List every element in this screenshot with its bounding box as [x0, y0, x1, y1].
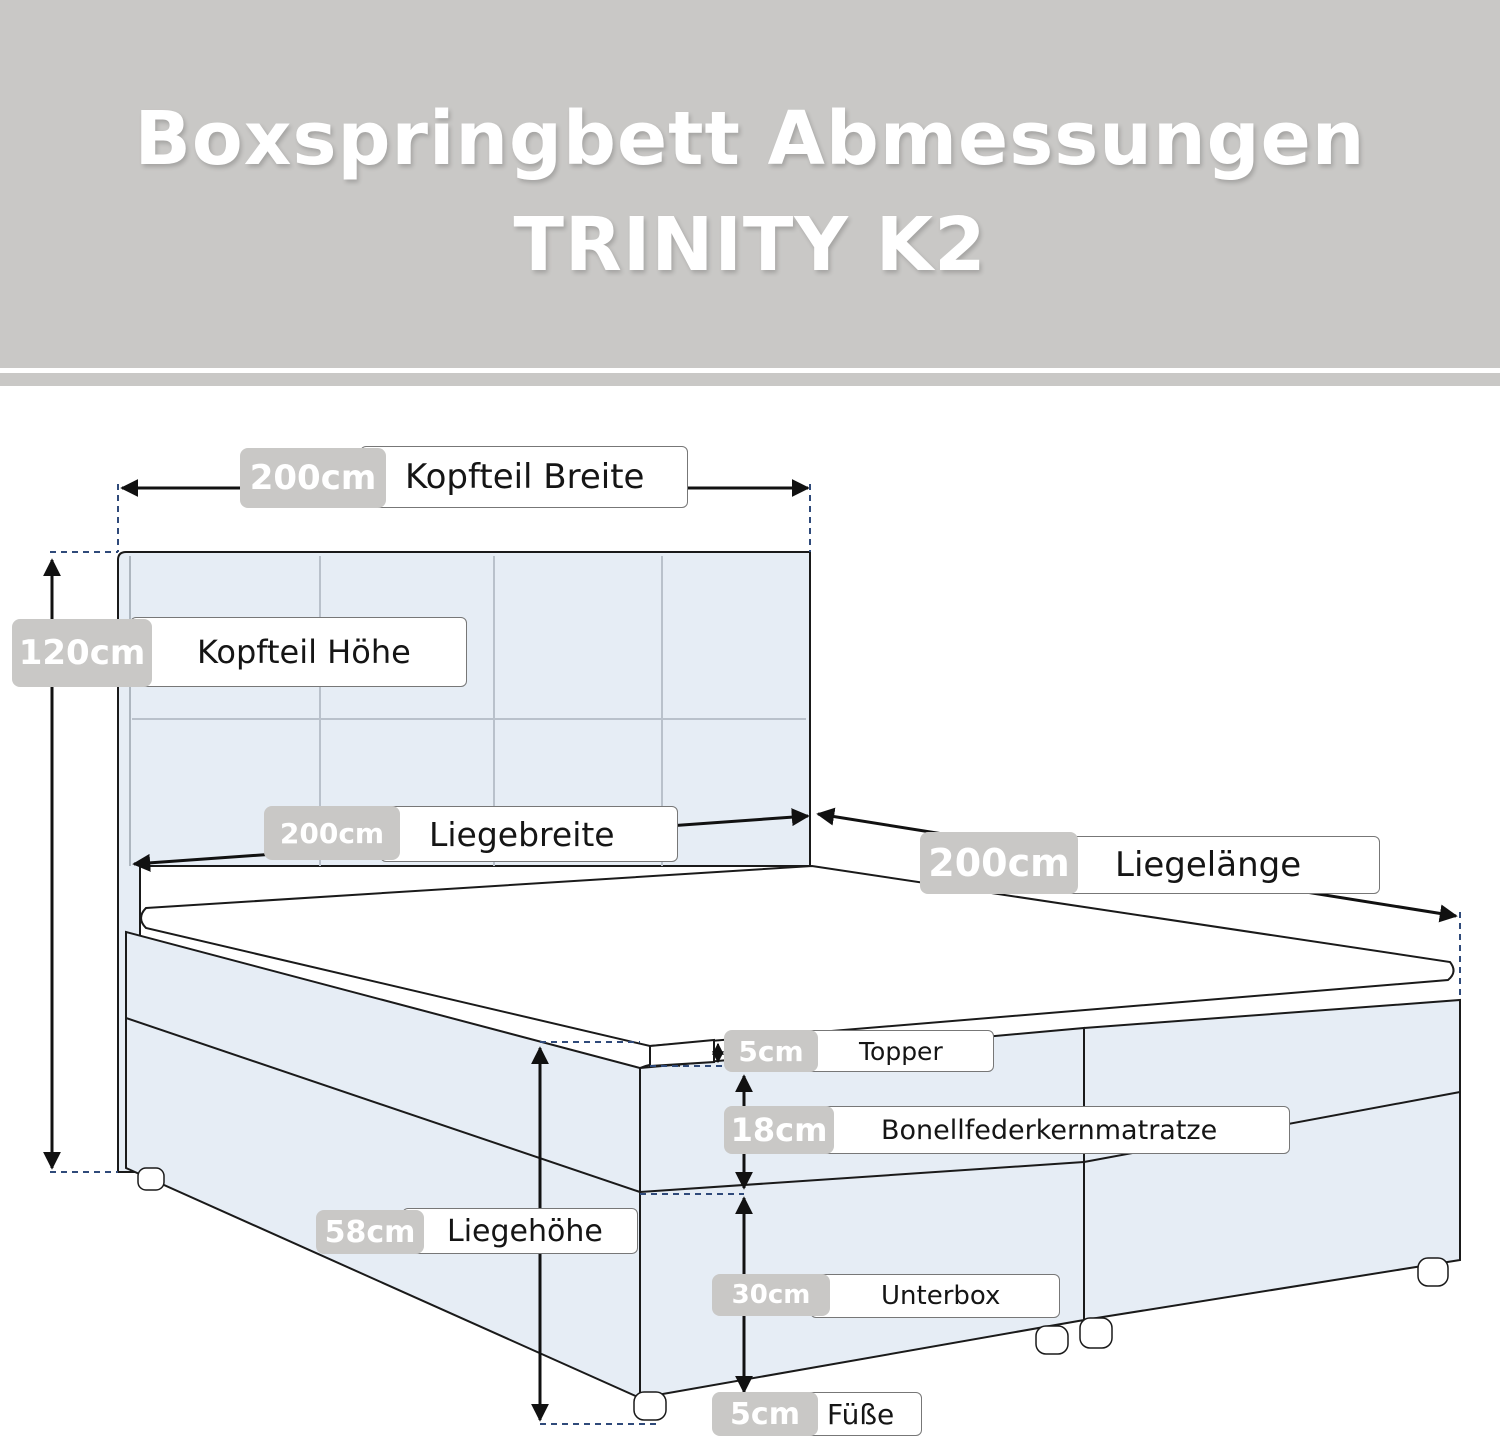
fuesse-text: Füße: [827, 1397, 895, 1431]
topper-value: 5cm: [724, 1030, 818, 1072]
liegelaenge-value: 200cm: [920, 832, 1078, 894]
matratze-text: Bonellfederkernmatratze: [881, 1114, 1218, 1146]
title-line-2: TRINITY K2: [513, 202, 987, 288]
unterbox-text: Unterbox: [881, 1281, 1001, 1311]
topper-label: Topper: [800, 1030, 994, 1072]
liegebreite-label: Liegebreite: [380, 806, 678, 862]
liegelaenge-text: Liegelänge: [1115, 845, 1302, 885]
topper-text: Topper: [859, 1036, 943, 1066]
header-banner: [0, 0, 1500, 368]
liegehoehe-label: Liegehöhe: [402, 1208, 638, 1254]
unterbox-value: 30cm: [712, 1274, 830, 1316]
kopfteil-hoehe-value: 120cm: [12, 619, 152, 687]
liegehoehe-text: Liegehöhe: [447, 1213, 603, 1249]
kopfteil-breite-text: Kopfteil Breite: [405, 457, 645, 497]
kopfteil-breite-value: 200cm: [240, 448, 386, 508]
matratze-label: Bonellfederkernmatratze: [814, 1106, 1290, 1154]
topper: [140, 864, 1455, 1068]
liegelaenge-label: Liegelänge: [1054, 836, 1380, 894]
liegebreite-text: Liegebreite: [429, 814, 615, 854]
matratze-value: 18cm: [724, 1106, 834, 1154]
feet: [137, 1167, 1449, 1421]
header-divider: [0, 368, 1500, 386]
fuesse-value: 5cm: [712, 1392, 818, 1436]
unterbox-label: Unterbox: [810, 1274, 1060, 1318]
title-line-1: Boxspringbett Abmessungen: [134, 96, 1366, 182]
kopfteil-hoehe-text: Kopfteil Höhe: [197, 633, 411, 671]
kopfteil-breite-label: Kopfteil Breite: [360, 446, 688, 508]
fuesse-label: Füße: [800, 1392, 922, 1436]
liegebreite-value: 200cm: [264, 806, 400, 860]
kopfteil-hoehe-label: Kopfteil Höhe: [130, 617, 467, 687]
liegehoehe-value: 58cm: [316, 1210, 424, 1254]
